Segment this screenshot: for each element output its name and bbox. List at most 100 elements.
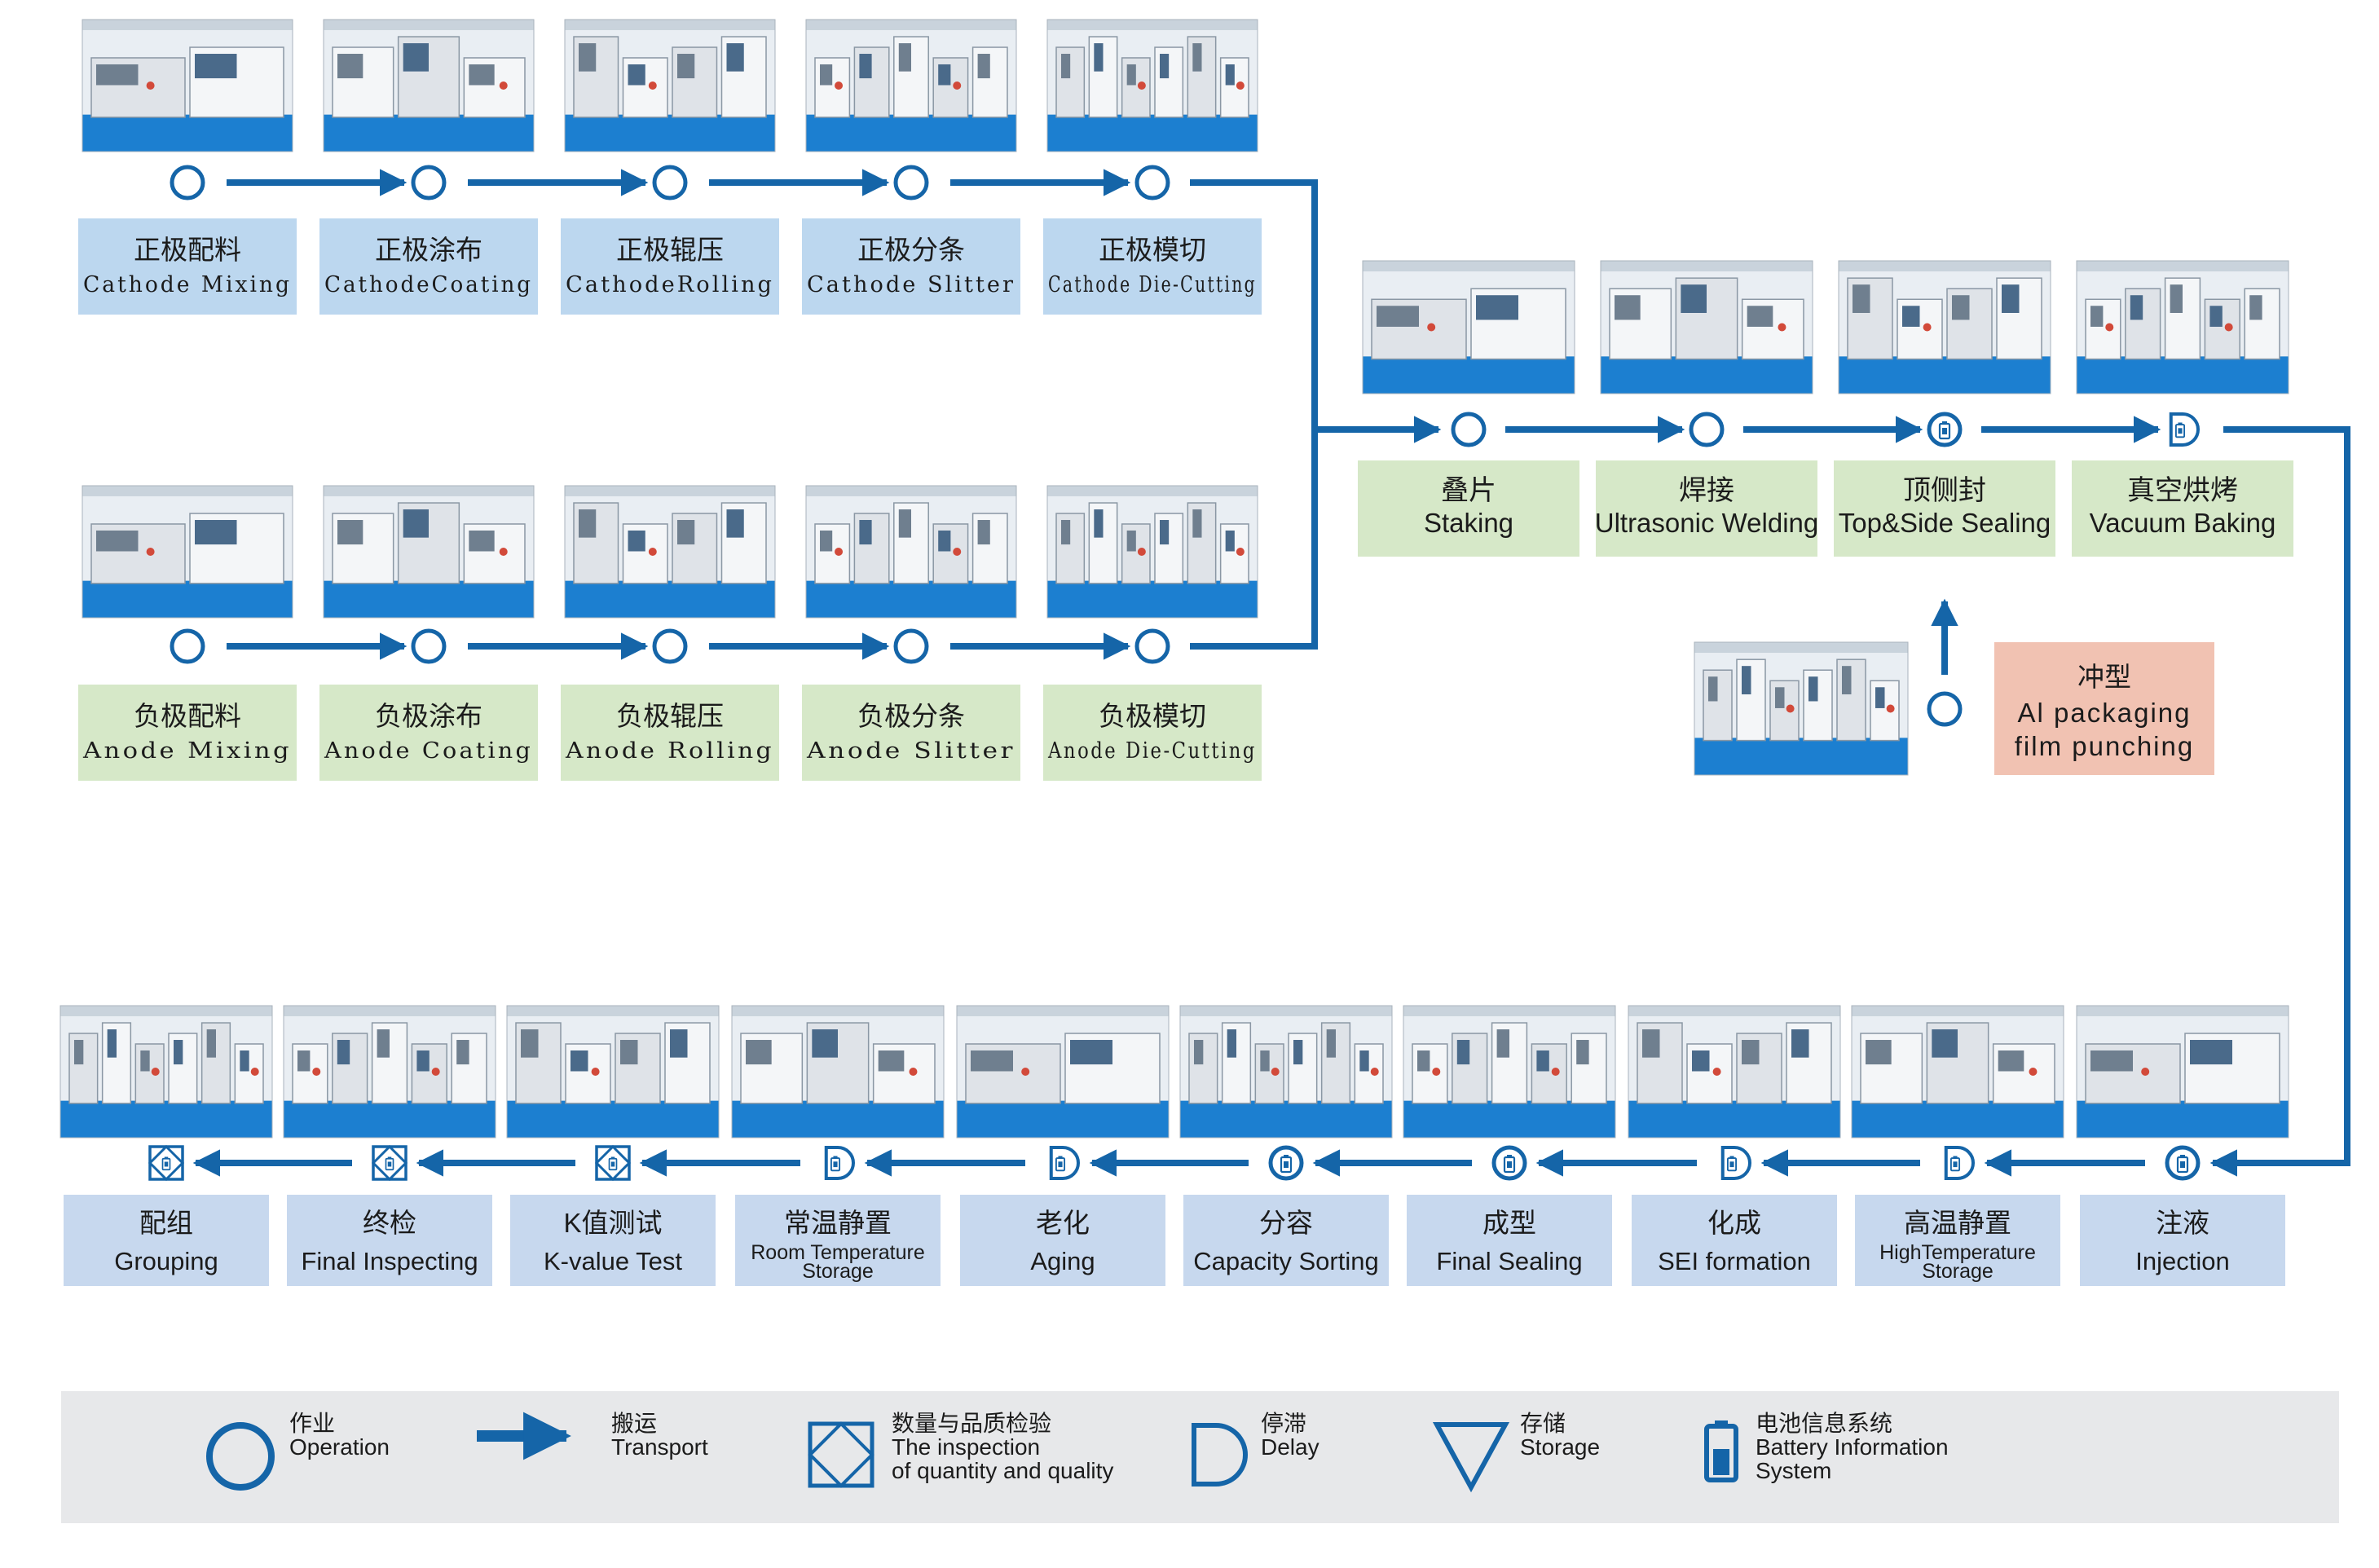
process-photo bbox=[2076, 1005, 2289, 1139]
process-photo bbox=[731, 1005, 945, 1139]
step-label-box bbox=[1596, 460, 1817, 557]
legend-label-cn: 作业 bbox=[289, 1411, 335, 1436]
legend-label-en: of quantity and quality bbox=[892, 1458, 1113, 1483]
process-photo bbox=[1362, 260, 1575, 394]
step-cathode-die-cutting: 正极模切 Cathode Die-Cutting bbox=[1043, 19, 1262, 315]
operation-circle-icon bbox=[1134, 165, 1170, 200]
step-label-box bbox=[2072, 460, 2293, 557]
step-name-cn: 配组 bbox=[139, 1208, 193, 1238]
step-name-cn: 真空烘烤 bbox=[2127, 475, 2238, 506]
step-label-box bbox=[287, 1195, 492, 1286]
step-name-cn: K值测试 bbox=[563, 1208, 662, 1238]
step-name-en: Top&Side Sealing bbox=[1839, 508, 2051, 538]
process-photo bbox=[506, 1005, 720, 1139]
battery-icon bbox=[161, 1156, 171, 1171]
step-label-box bbox=[319, 218, 538, 315]
process-photo bbox=[1600, 260, 1813, 394]
step-name-cn: 顶侧封 bbox=[1903, 475, 1986, 506]
step-name-cn: 老化 bbox=[1036, 1208, 1090, 1238]
step-name-en: Anode Rolling bbox=[565, 738, 774, 764]
step-label-box bbox=[1632, 1195, 1837, 1286]
operation-circle-icon bbox=[170, 628, 205, 664]
step-name-en: K-value Test bbox=[544, 1247, 682, 1275]
step-label-box bbox=[78, 685, 297, 781]
step-name-en: Room Temperature bbox=[751, 1241, 925, 1264]
step-name-cn: 注液 bbox=[2156, 1208, 2209, 1238]
process-photo bbox=[1838, 260, 2051, 394]
legend-label-en: Battery Information bbox=[1756, 1434, 1949, 1460]
operation-circle-icon bbox=[411, 165, 447, 200]
step-name-cn: 高温静置 bbox=[1904, 1208, 2011, 1238]
step-name-en: Vacuum Baking bbox=[2090, 508, 2276, 538]
step-name-cn: 负极模切 bbox=[1099, 701, 1206, 731]
step-name-en: Aging bbox=[1030, 1247, 1095, 1275]
step-name-en: Final Sealing bbox=[1436, 1247, 1582, 1275]
step-name-en: Cathode Die-Cutting bbox=[1048, 272, 1257, 297]
step-name-en: HighTemperature bbox=[1879, 1241, 2036, 1264]
step-name-cn: 负极辊压 bbox=[616, 701, 724, 731]
battery-icon bbox=[1938, 421, 1951, 440]
step-label-box bbox=[561, 685, 779, 781]
battery-icon bbox=[2176, 1155, 2189, 1174]
battery-icon bbox=[1726, 1156, 1738, 1172]
step-label-box bbox=[1358, 460, 1579, 557]
step-name-en: Grouping bbox=[114, 1247, 218, 1275]
battery-icon bbox=[385, 1156, 394, 1171]
legend-label-en: Storage bbox=[1520, 1434, 1600, 1460]
operation-circle-icon bbox=[1451, 412, 1487, 447]
step-name-en: Staking bbox=[1424, 508, 1513, 538]
step-name-en: CathodeCoating bbox=[324, 272, 533, 297]
step-name-en: SEI formation bbox=[1658, 1247, 1811, 1275]
step-name-en: Anode Coating bbox=[324, 738, 533, 764]
step-name-cn: 叠片 bbox=[1441, 475, 1496, 506]
process-photo bbox=[1851, 1005, 2064, 1139]
operation-circle-icon bbox=[893, 165, 929, 200]
step-name-en: Anode Mixing bbox=[82, 738, 292, 764]
step-cathoderolling: 正极辊压 CathodeRolling bbox=[561, 19, 779, 315]
delay-d-icon bbox=[1192, 1423, 1248, 1487]
legend-label-en: The inspection bbox=[892, 1434, 1040, 1460]
step-label-box bbox=[319, 685, 538, 781]
battery-icon bbox=[1055, 1156, 1066, 1172]
step-label-box bbox=[2080, 1195, 2285, 1286]
step-name-en: Ultrasonic Welding bbox=[1595, 508, 1819, 538]
step-name-en: CathodeRolling bbox=[566, 272, 774, 297]
operation-circle-icon bbox=[652, 165, 688, 200]
process-photo bbox=[283, 1005, 496, 1139]
process-photo bbox=[1046, 19, 1258, 152]
step-name-cn: 正极模切 bbox=[1099, 235, 1206, 265]
step-name-cn: 常温静置 bbox=[784, 1208, 892, 1238]
step-name-en: Anode Die-Cutting bbox=[1047, 738, 1257, 764]
inspection-diamond-icon bbox=[808, 1421, 875, 1488]
legend-label-en: Transport bbox=[611, 1434, 708, 1460]
step-name-cn: 负极涂布 bbox=[375, 701, 482, 731]
step-anode-die-cutting: 负极模切 Anode Die-Cutting bbox=[1043, 485, 1262, 781]
step-name-en: Storage bbox=[802, 1260, 874, 1283]
legend-label-cn: 搬运 bbox=[611, 1411, 657, 1436]
battery-icon bbox=[1503, 1155, 1516, 1174]
process-photo bbox=[1179, 1005, 1393, 1139]
operation-circle-icon bbox=[206, 1422, 275, 1491]
operation-circle-icon bbox=[170, 165, 205, 200]
step-label-box bbox=[1994, 642, 2214, 775]
battery-icon bbox=[608, 1156, 618, 1171]
process-photo bbox=[1046, 485, 1258, 619]
operation-circle-icon bbox=[893, 628, 929, 664]
operation-circle-icon bbox=[1689, 412, 1725, 447]
step-name-cn: 正极辊压 bbox=[616, 235, 724, 265]
battery-icon bbox=[1704, 1420, 1738, 1482]
operation-circle-icon bbox=[411, 628, 447, 664]
